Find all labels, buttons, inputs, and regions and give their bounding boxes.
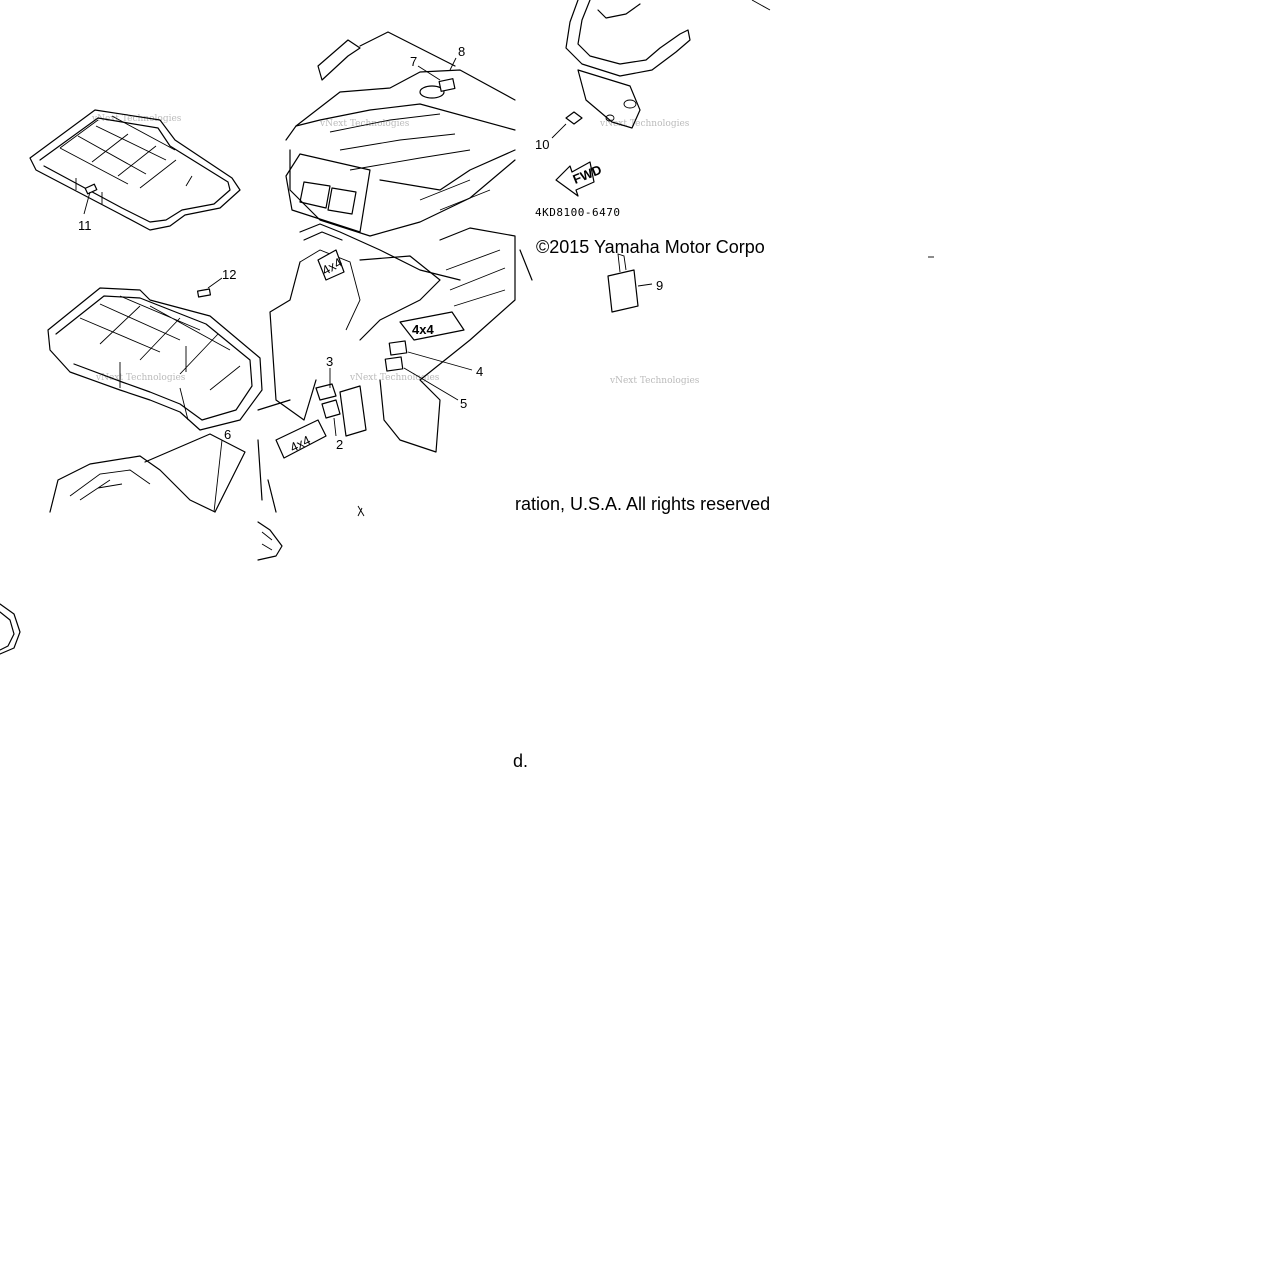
callout-11: 11 xyxy=(78,218,92,233)
callout-9: 9 xyxy=(656,278,663,293)
front-rack xyxy=(29,109,241,231)
callout-5: 5 xyxy=(460,396,467,411)
front-guard xyxy=(551,0,771,139)
copyright-line-1: ©2015 Yamaha Motor Corpo xyxy=(536,237,765,257)
callout-4: 4 xyxy=(476,364,483,379)
watermark-2: vNext Technologies xyxy=(319,119,410,129)
drawing-code: 4KD8100-6470 xyxy=(535,206,620,219)
callout-3: 3 xyxy=(326,354,333,369)
callout-12: 12 xyxy=(222,267,236,282)
callout-2: 2 xyxy=(336,437,343,452)
watermark-4: vNext Technologies xyxy=(95,373,186,383)
watermarks: vNext Technologies vNext Technologies vN… xyxy=(91,114,700,386)
callout-10: 10 xyxy=(535,137,549,152)
watermark-5: vNext Technologies xyxy=(349,373,440,383)
blank-area-right xyxy=(773,0,1285,1285)
callout-7: 7 xyxy=(410,54,417,69)
fwd-arrow: FWD xyxy=(555,161,604,197)
atv-body: 4x4 4x4 4x4 xyxy=(257,31,533,517)
rear-rack xyxy=(47,277,263,431)
decal-text-right: 4x4 xyxy=(412,322,434,337)
bottom-fragments xyxy=(0,521,283,655)
copyright-line-2: ration, U.S.A. All rights reserved xyxy=(515,494,770,514)
watermark-3: vNext Technologies xyxy=(599,119,690,129)
callouts: 8 7 10 11 12 9 3 4 5 2 6 xyxy=(78,44,663,452)
callout-8: 8 xyxy=(458,44,465,59)
copyright-line-3: d. xyxy=(513,751,528,771)
callout-6: 6 xyxy=(224,427,231,442)
seat xyxy=(49,433,246,513)
watermark-6: vNext Technologies xyxy=(609,376,700,386)
watermark-1: vNext Technologies xyxy=(91,114,182,124)
warning-tag xyxy=(607,253,653,313)
